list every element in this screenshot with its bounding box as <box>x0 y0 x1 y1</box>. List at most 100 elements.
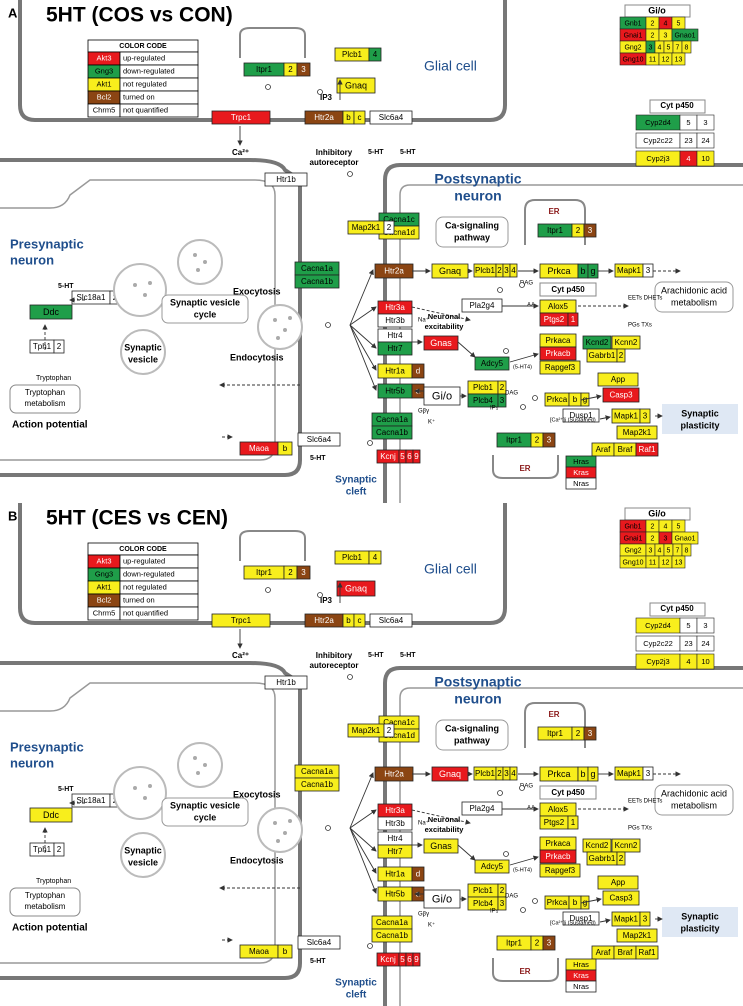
postsynaptic-label: neuron <box>454 188 501 204</box>
vesicle-dot-icon <box>203 260 207 264</box>
cyt-text: 4 <box>686 154 690 163</box>
post-rapgef3: Rapgef3 <box>539 863 581 878</box>
post-htr2a: Htr2a <box>374 263 414 279</box>
synaptic-vesicle-text: vesicle <box>128 354 158 364</box>
post-casp3: Casp3 <box>602 890 640 906</box>
post-plcb4-text: Plcb4 <box>473 396 494 405</box>
vesicle-cycle-text: Synaptic vesicle <box>170 800 240 810</box>
pre-ddc-cell <box>29 304 73 320</box>
post-htr3b-cell <box>377 313 413 328</box>
post-ptgs2-text: Ptgs2 <box>544 315 565 324</box>
post-gnas-cell <box>423 335 459 351</box>
pre-slc6a4-text: Slc6a4 <box>307 435 332 444</box>
glial-itpr1-text: 3 <box>301 65 306 74</box>
gio-text: Gnao1 <box>674 535 695 542</box>
post-htr7-text: Htr7 <box>387 847 403 856</box>
gio-text: 13 <box>675 56 683 63</box>
glial-plcb1-text: 4 <box>373 553 378 562</box>
excitability-text: Neuronal <box>428 815 461 824</box>
pre-ddc-text: Ddc <box>43 810 60 820</box>
post-itpr1-er2-text: 3 <box>547 939 552 948</box>
pre-maoa-text: b <box>283 444 288 453</box>
pre-ddc-text: Ddc <box>43 307 60 317</box>
post-htr3b: Htr3b <box>377 816 413 831</box>
post-cacna1c-text: Cacna1c <box>383 215 415 224</box>
tryptophan-metabolism-text: metabolism <box>25 902 66 911</box>
legend-text: not quantified <box>123 608 168 617</box>
post-itpr1-er-cell <box>583 223 597 238</box>
post-htr1a-text: d <box>416 367 420 376</box>
post-cacna1a-text: Cacna1a <box>376 415 409 424</box>
tryptophan-metabolism-box <box>9 887 81 917</box>
post-htr7: Htr7 <box>377 844 413 859</box>
legend-gene: Bcl2 <box>97 92 112 101</box>
gio-text: 2 <box>651 20 655 27</box>
legend-gene: Chrm5 <box>93 608 116 617</box>
post-casp3-text: Casp3 <box>609 391 633 400</box>
glial-plcb1-text: Plcb1 <box>342 553 363 562</box>
synaptic-cleft-label: Synaptic <box>335 978 377 989</box>
glial-itpr1-text: 2 <box>288 568 293 577</box>
synaptic-vesicle-text: Synaptic <box>124 845 162 855</box>
pre-htr1b: Htr1b <box>264 172 308 187</box>
post-hras-text: Hras <box>573 960 589 969</box>
gio-text: 3 <box>664 32 668 39</box>
post-kcnn2: Kcnn2 <box>611 335 641 350</box>
pre-htr1b-text: Htr1b <box>276 175 296 184</box>
post-gio: Gi/o <box>423 889 461 909</box>
synaptic-vesicle-text: Synaptic <box>124 342 162 352</box>
post-alox5: Alox5 <box>539 802 577 817</box>
post-rapgef3-text: Rapgef3 <box>545 866 576 875</box>
post-map2k1b-text: Map2k1 <box>623 931 652 940</box>
glial-slc6a4-cell <box>369 110 413 125</box>
glial-htr2a-text: b <box>346 616 351 625</box>
ca-signaling-text: pathway <box>454 735 490 745</box>
glial-itpr1-cell <box>296 565 311 580</box>
gbg-text: Gβγ <box>418 912 429 918</box>
postsynaptic-label: Postsynaptic <box>434 674 521 690</box>
synaptic-vesicle-circle <box>120 329 166 375</box>
post-itpr1-er2-cell <box>542 432 556 448</box>
post-app-cell <box>597 372 639 387</box>
post-alox5-text: Alox5 <box>548 302 569 311</box>
cyt-text: 3 <box>703 118 707 127</box>
vesicle-dot-icon <box>196 771 200 775</box>
pre-slc6a4-cell <box>297 432 341 447</box>
presynaptic-label: Presynaptic <box>10 236 84 251</box>
post-plcb4-text: 3 <box>500 396 505 405</box>
pre-cacna1b-cell <box>294 274 340 289</box>
pre-tph-cell <box>53 339 65 354</box>
post-cacna1a-text: Cacna1a <box>376 918 409 927</box>
gio-cell <box>681 40 692 54</box>
tryptophan-metabolism-text: Tryptophan <box>25 891 65 900</box>
glial-htr2a-text: c <box>358 113 362 122</box>
post-htr1a-cell <box>411 363 425 379</box>
glial-trpc1-cell <box>211 110 271 125</box>
legend-text: turned on <box>123 92 155 101</box>
post-prkaca-text: Prkaca <box>546 336 571 345</box>
post-er-bottom <box>492 958 559 982</box>
small-circle-icon <box>532 898 538 904</box>
post-map2k1b: Map2k1 <box>616 928 658 943</box>
post-kcnd2-text: Kcnd2 <box>586 338 609 347</box>
post-casp3-cell <box>602 387 640 403</box>
post-itpr1-er2-text: 2 <box>535 436 540 445</box>
arrow-icon <box>349 827 377 874</box>
arrow-icon <box>349 324 377 371</box>
gio-text: 4 <box>658 547 662 554</box>
post-prkacb: Prkacb <box>539 346 577 361</box>
post-itpr1-er2-text: Itpr1 <box>506 939 523 948</box>
gio-text: 2 <box>651 535 655 542</box>
legend-gene: Akt1 <box>96 582 111 591</box>
vesicle-circle <box>113 766 167 820</box>
cyt-text: 24 <box>701 639 709 648</box>
post-gabrb1-cell <box>616 851 626 866</box>
pre-tph-cell <box>53 842 65 857</box>
arrow-icon <box>457 844 476 861</box>
arachidonic-box <box>654 784 734 816</box>
post-raf-text: Raf1 <box>639 445 656 454</box>
